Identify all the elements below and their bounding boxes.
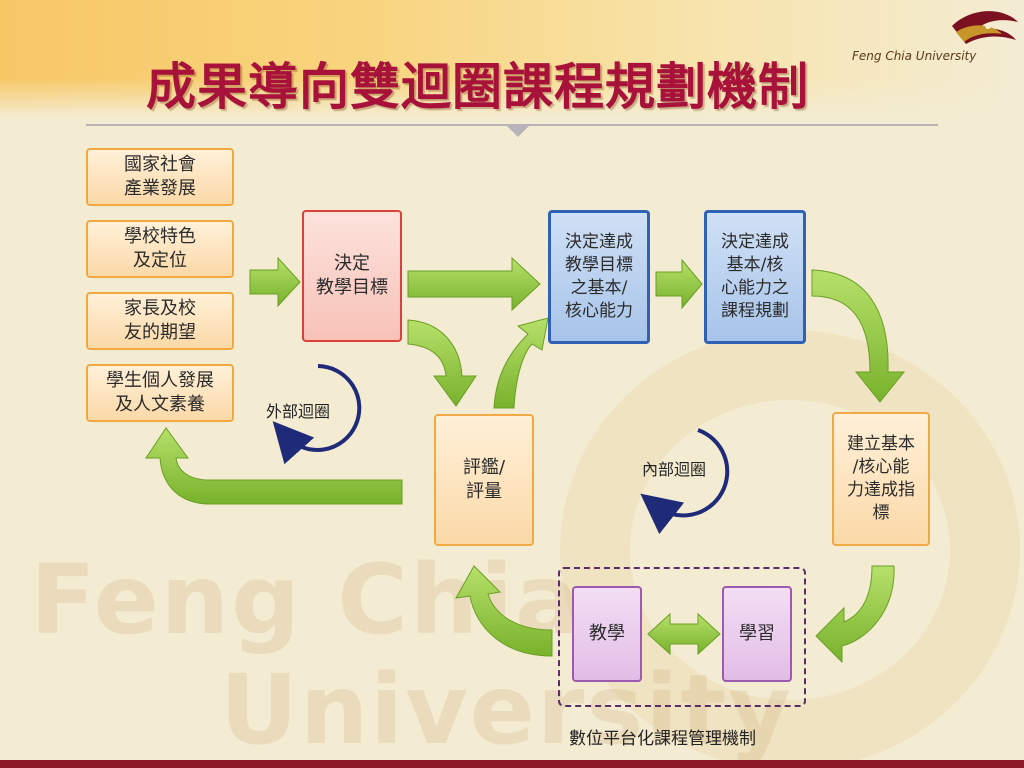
node-teach: 教學 [572, 586, 642, 682]
node-learn: 學習 [722, 586, 792, 682]
header-band [0, 0, 1024, 118]
inner-loop-label: 內部迴圈 [642, 460, 707, 479]
logo-text: Feng Chia University [852, 49, 977, 63]
node-decide-course: 決定達成 基本/核 心能力之 課程規劃 [704, 210, 806, 344]
node-decide-basic: 決定達成 教學目標 之基本/ 核心能力 [548, 210, 650, 344]
arrow-platform-to-evaluate [455, 565, 553, 657]
arrow-indicator-to-platform [815, 565, 895, 664]
arrow-teach-learn [647, 612, 721, 656]
arrow-inputs-to-goal [249, 256, 301, 308]
platform-boundary [558, 567, 806, 707]
footer-bar [0, 760, 1024, 768]
arrow-goal-to-evaluate [407, 319, 477, 407]
university-logo-icon [952, 11, 1018, 44]
input-box-students: 學生個人發展 及人文素養 [86, 364, 234, 422]
arrow-evaluate-to-inputs [145, 427, 403, 505]
node-evaluate: 評鑑/ 評量 [434, 414, 534, 546]
arrow-basic-to-course [655, 258, 703, 310]
watermark-line-2: University [220, 654, 793, 766]
slide-title: 成果導向雙迴圈課程規劃機制 [146, 57, 809, 116]
input-box-society: 國家社會 產業發展 [86, 148, 234, 206]
platform-label: 數位平台化課程管理機制 [569, 729, 756, 749]
input-box-school: 學校特色 及定位 [86, 220, 234, 278]
outer-loop-label: 外部迴圈 [266, 402, 331, 421]
node-build-indicator: 建立基本 /核心能 力達成指 標 [832, 412, 930, 546]
arrow-evaluate-to-basic [493, 317, 549, 409]
outer-loop-arrow [272, 364, 362, 465]
arrow-course-to-indicator [811, 269, 906, 403]
inner-loop-arrow [640, 428, 730, 535]
title-divider-notch [506, 125, 530, 137]
arrow-goal-to-basic [407, 256, 541, 312]
input-box-parents: 家長及校 友的期望 [86, 292, 234, 350]
node-decide-goal: 決定 教學目標 [302, 210, 402, 342]
